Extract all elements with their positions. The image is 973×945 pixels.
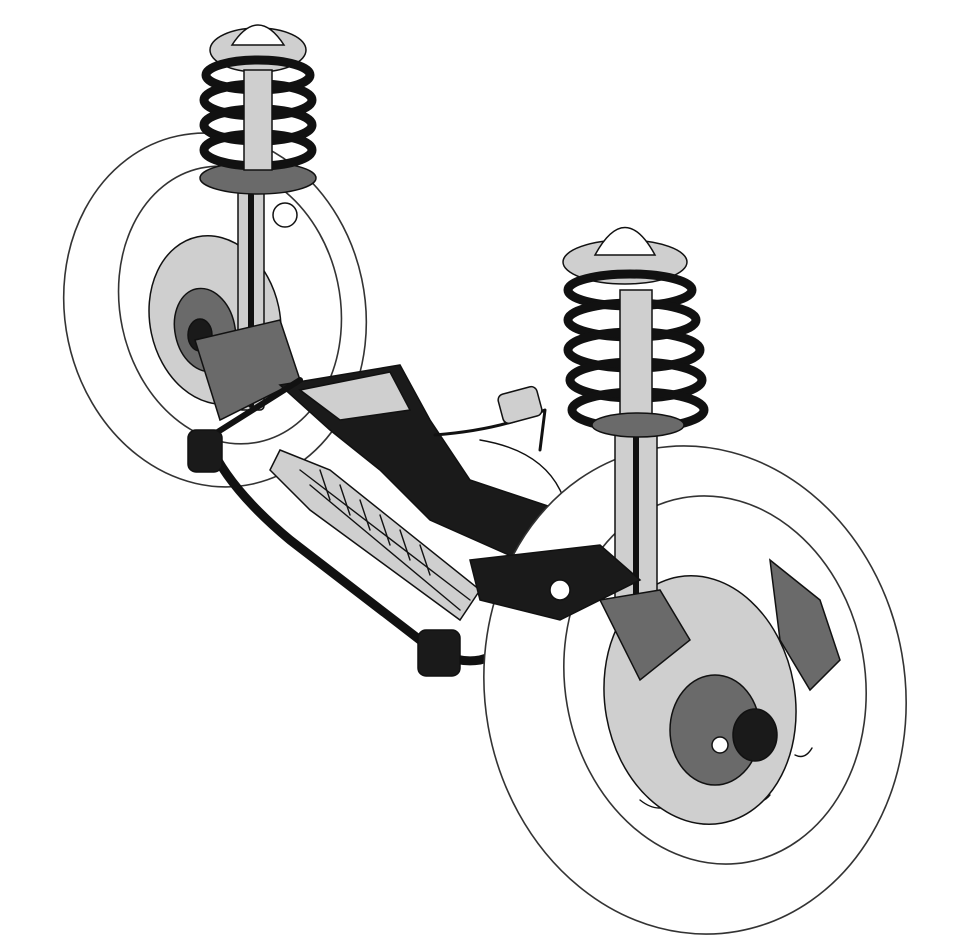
lower-control-arm	[469, 544, 642, 621]
left-strut-assembly	[194, 24, 317, 422]
right-strut-assembly	[562, 226, 709, 682]
anti-roll-bar	[187, 377, 625, 677]
right-wheel	[483, 445, 907, 935]
